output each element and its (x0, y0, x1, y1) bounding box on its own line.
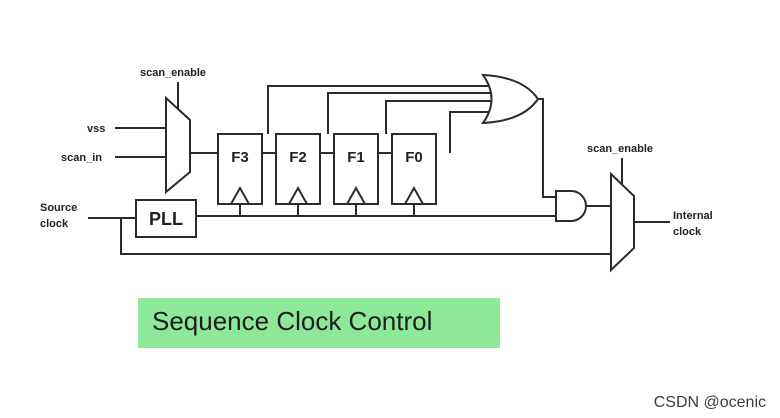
f2-feedback-wire (327, 92, 502, 134)
and-gate (555, 190, 587, 222)
input-mux (165, 95, 191, 195)
scan-enable-left-label: scan_enable (140, 67, 206, 79)
pll-label: PLL (149, 209, 183, 229)
output-mux (610, 171, 635, 273)
flipflop-f2 (275, 133, 321, 205)
internal-clock-label-1: Internal (673, 210, 713, 222)
watermark: CSDN @ocenic (653, 394, 766, 411)
flipflop-f0 (391, 133, 437, 205)
f3-feedback-wire (267, 85, 495, 134)
vss-label: vss (87, 123, 105, 135)
source-clock-label-2: clock (40, 218, 69, 230)
f0-feedback-wire (449, 111, 502, 153)
or-gate (480, 73, 540, 125)
clock-triangle-f1 (346, 185, 366, 205)
internal-clock-label-2: clock (673, 226, 702, 238)
flipflop-f3 (217, 133, 263, 205)
pll-block (135, 199, 197, 238)
source-bypass-wire (120, 218, 611, 255)
ff2-label: F2 (289, 149, 307, 166)
clock-triangle-f3 (230, 185, 250, 205)
caption-highlight (138, 298, 500, 348)
ff1-label: F1 (347, 149, 365, 166)
scan-in-label: scan_in (61, 152, 102, 164)
diagram-caption: Sequence Clock Control (152, 306, 433, 336)
flipflop-f1 (333, 133, 379, 205)
or-to-and-wire (538, 98, 556, 198)
ff0-label: F0 (405, 149, 423, 166)
source-clock-label-1: Source (40, 202, 77, 214)
ff3-label: F3 (231, 149, 249, 166)
scan-enable-right-label: scan_enable (587, 143, 653, 155)
clock-triangle-f2 (288, 185, 308, 205)
f1-feedback-wire (385, 100, 505, 134)
clock-triangle-f0 (404, 185, 424, 205)
